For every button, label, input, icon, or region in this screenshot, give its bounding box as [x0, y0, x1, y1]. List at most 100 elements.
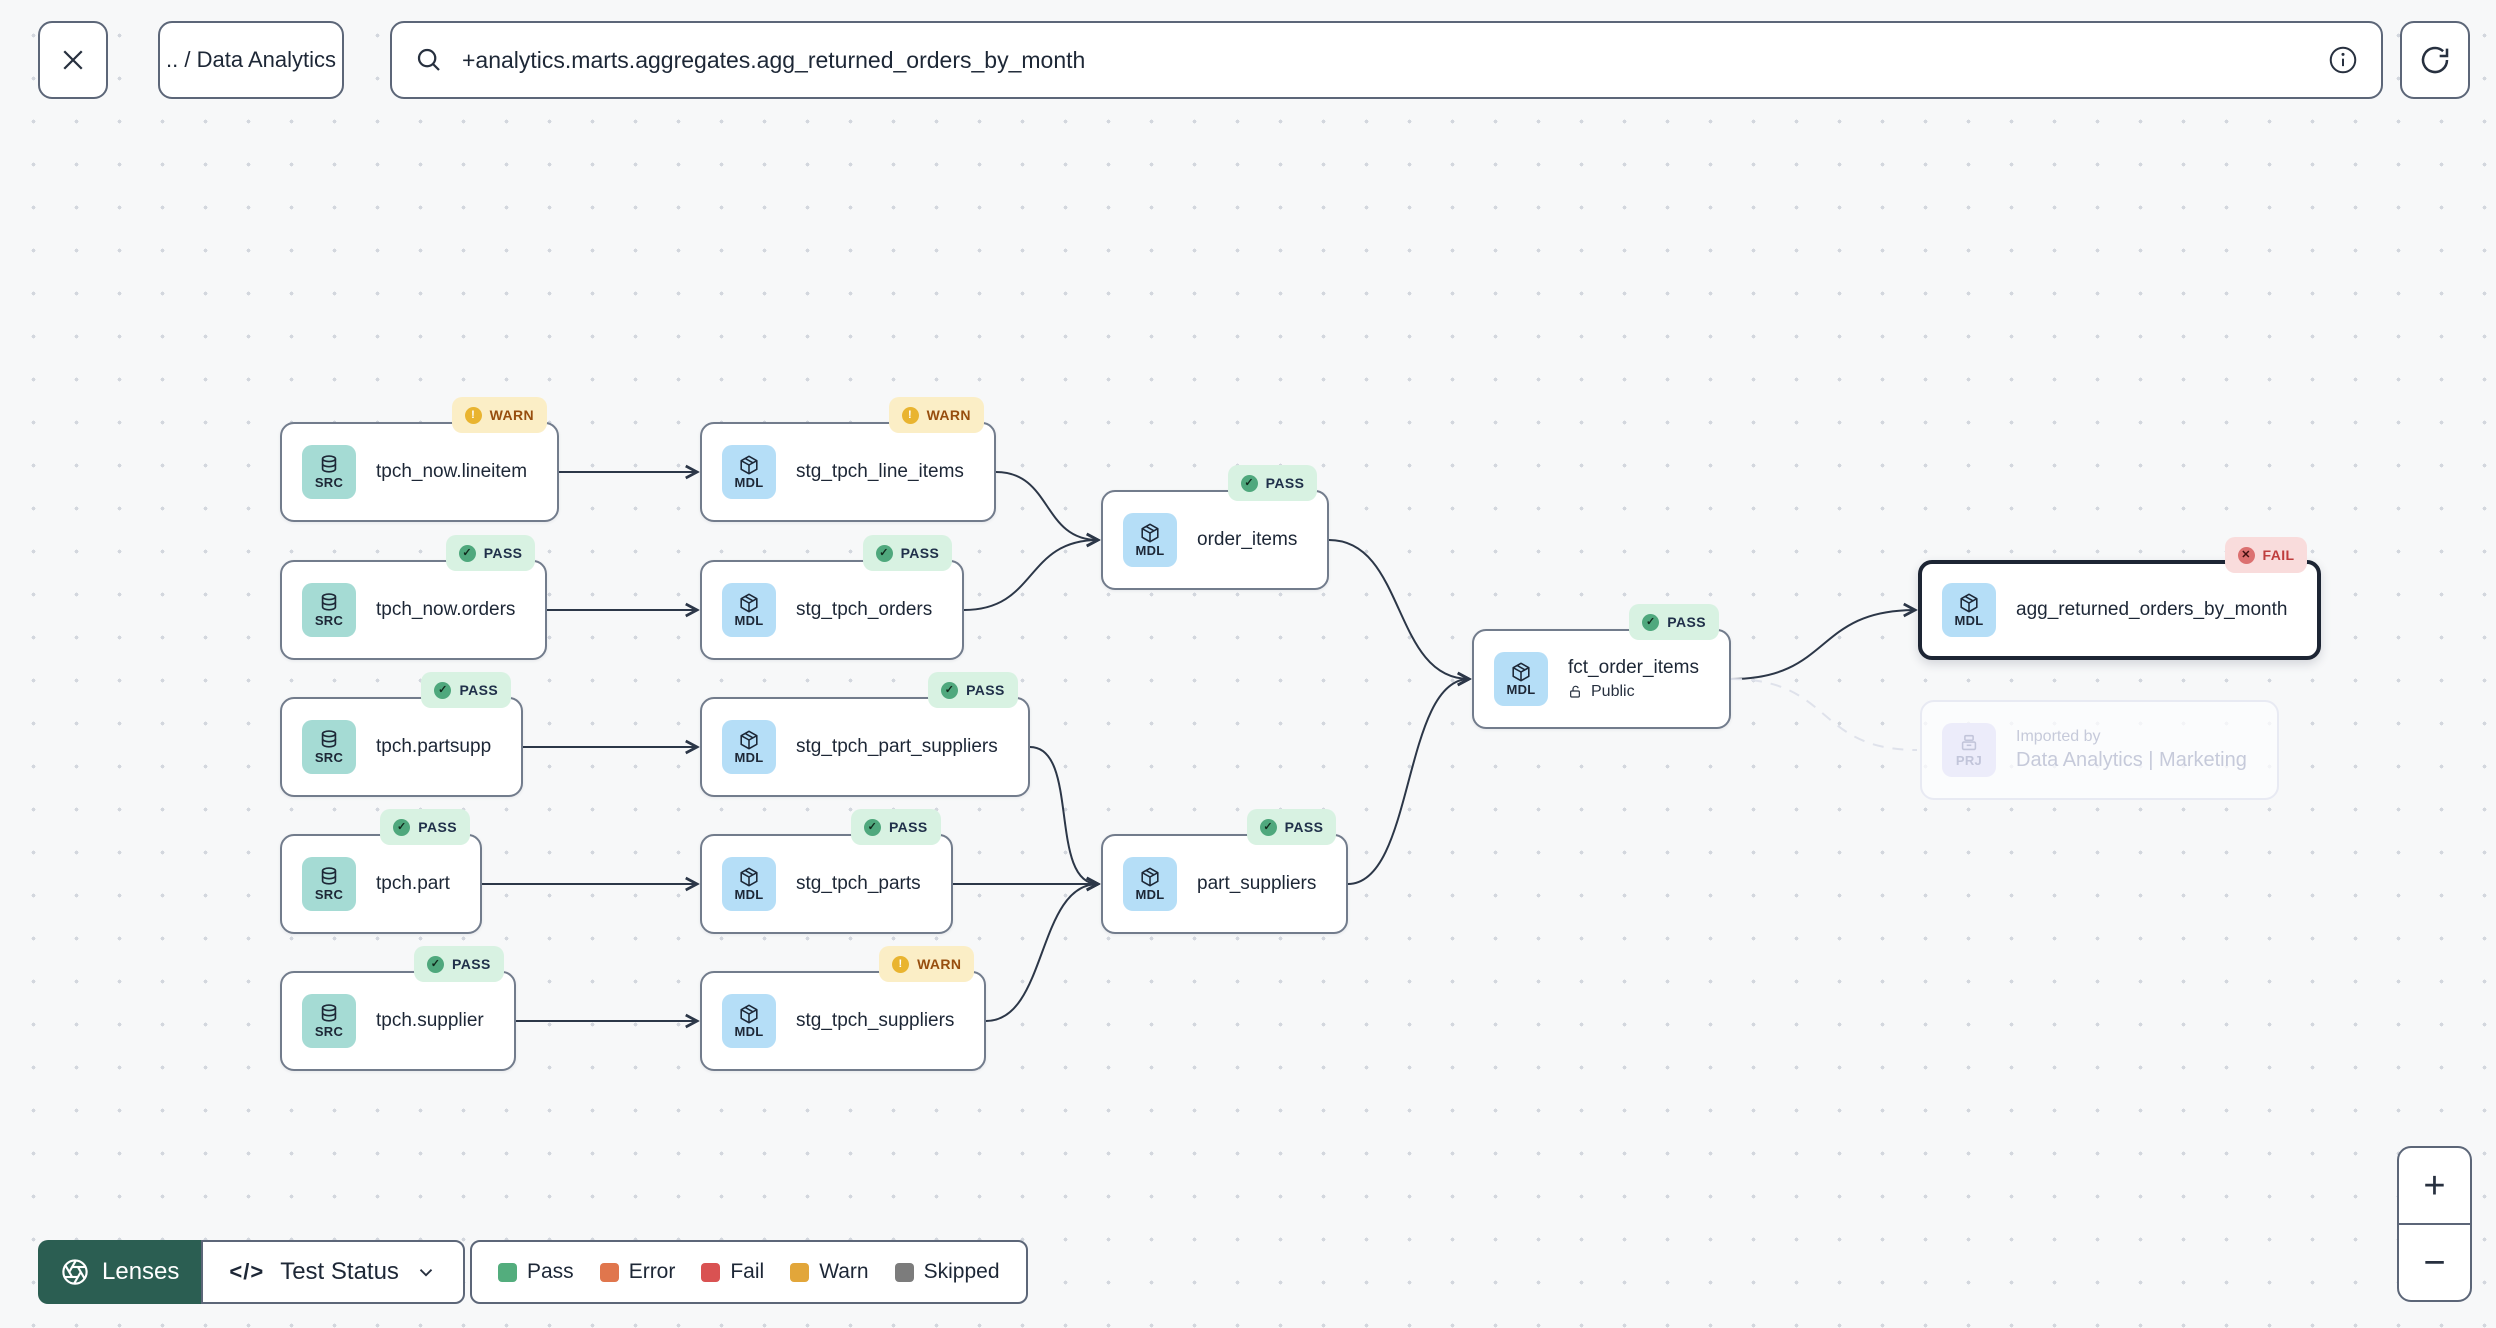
status-badge-label: PASS [1667, 614, 1706, 630]
status-badge-pass: ✓ PASS [414, 946, 504, 982]
zoom-out-button[interactable]: − [2399, 1225, 2470, 1300]
node-text: stg_tpch_part_suppliers [796, 736, 998, 758]
cube-icon: MDL [722, 445, 776, 499]
lenses-button[interactable]: Lenses [38, 1240, 202, 1304]
lenses-bar: Lenses </> Test Status [38, 1240, 465, 1304]
legend-swatch-error [599, 1262, 619, 1282]
search-icon [417, 48, 440, 71]
pass-status-icon: ✓ [1642, 613, 1660, 631]
close-button[interactable] [38, 21, 108, 99]
database-icon: SRC [302, 994, 356, 1048]
legend-swatch-fail [701, 1262, 721, 1282]
status-badge-warn: !WARN [451, 397, 548, 433]
node-text: tpch.part [376, 873, 450, 895]
lock-open-icon [1568, 684, 1584, 700]
zoom-in-button[interactable]: + [2399, 1148, 2470, 1223]
node-kind-label: PRJ [1955, 752, 1983, 768]
search-input[interactable] [460, 45, 2311, 75]
chevron-down-icon [419, 1269, 433, 1277]
node-title: tpch.partsupp [376, 736, 492, 757]
node-text: stg_tpch_suppliers [796, 1010, 954, 1032]
node-kind-label: SRC [314, 886, 344, 902]
graph-node-stg_tpch_line_items[interactable]: ! WARN MDL stg_tpch_line_items [700, 397, 996, 522]
code-icon: </> [229, 1259, 265, 1284]
status-badge-label: PASS [483, 545, 523, 561]
node-kind-label: MDL [734, 612, 764, 628]
cube-icon: MDL [722, 994, 776, 1048]
legend-label: Skipped [923, 1260, 1000, 1283]
graph-node-stg_tpch_suppliers[interactable]: !WARN MDL stg_tpch_suppliers [700, 946, 987, 1071]
status-badge-label: WARN [917, 956, 962, 972]
status-badge-label: WARN [926, 407, 971, 423]
legend-swatch-warn [790, 1262, 810, 1282]
cube-icon: MDL [722, 857, 776, 911]
pass-status-icon: ✓ [458, 544, 476, 562]
node-title: stg_tpch_part_suppliers [796, 736, 998, 757]
status-badge-label: WARN [489, 407, 535, 423]
node-title: order_items [1197, 529, 1298, 550]
node-text: order_items [1197, 529, 1297, 551]
zoom-control: + − [2397, 1146, 2472, 1302]
status-badge-label: PASS [418, 819, 457, 835]
cube-icon: MDL [722, 583, 776, 637]
node-kind-label: SRC [314, 1023, 344, 1039]
node-title: stg_tpch_line_items [796, 461, 964, 482]
aperture-icon [62, 1259, 88, 1285]
node-kind-label: SRC [314, 612, 344, 628]
pass-status-icon: ✓ [875, 544, 893, 562]
node-kind-label: MDL [1135, 886, 1165, 902]
status-badge-pass: ✓PASS [862, 535, 953, 571]
zoom-divider [2399, 1223, 2470, 1225]
status-badge-label: PASS [888, 819, 928, 835]
node-title: stg_tpch_orders [796, 599, 933, 620]
node-title: tpch.supplier [376, 1010, 484, 1031]
status-badge-fail: ✕FAIL [2224, 537, 2308, 573]
legend-item-pass: Pass [498, 1260, 574, 1284]
database-icon: SRC [302, 857, 356, 911]
graph-node-stg_tpch_orders[interactable]: ✓PASS MDL stg_tpch_orders [700, 535, 965, 660]
database-icon: SRC [302, 720, 356, 774]
close-icon [63, 50, 83, 70]
status-badge-pass: ✓ PASS [445, 535, 536, 571]
node-kind-label: MDL [734, 1023, 764, 1039]
database-icon: SRC [302, 445, 356, 499]
legend-label: Fail [730, 1260, 765, 1283]
status-badge-label: PASS [459, 682, 499, 698]
pass-status-icon: ✓ [941, 681, 959, 699]
graph-node-tpch_supplier[interactable]: ✓ PASS SRC tpch.supplier [280, 946, 516, 1071]
lens-selector-test-status[interactable]: </> Test Status [201, 1240, 465, 1304]
pass-status-icon: ✓ [1259, 818, 1277, 836]
legend-swatch-skipped [894, 1262, 914, 1282]
breadcrumb[interactable]: .. / Data Analytics [158, 21, 344, 99]
refresh-button[interactable] [2400, 21, 2470, 99]
lens-selector-label: Test Status [280, 1258, 399, 1285]
legend-item-fail: Fail [701, 1260, 764, 1284]
node-title: stg_tpch_suppliers [796, 1010, 955, 1031]
status-badge-pass: ✓PASS [850, 809, 941, 845]
warn-status-icon: ! [901, 406, 919, 424]
pass-status-icon: ✓ [393, 818, 411, 836]
graph-node-tpch_part[interactable]: ✓ PASS SRC tpch.part [280, 809, 482, 934]
graph-node-tpch_partsupp[interactable]: ✓ PASS SRC tpch.partsupp [280, 672, 524, 797]
status-badge-pass: ✓ PASS [421, 672, 512, 708]
status-badge-label: PASS [452, 956, 491, 972]
status-badge-warn: !WARN [879, 946, 975, 982]
info-icon[interactable] [2327, 44, 2359, 76]
pass-status-icon: ✓ [434, 681, 452, 699]
pass-status-icon: ✓ [427, 955, 445, 973]
legend-item-warn: Warn [790, 1260, 869, 1284]
node-text: part_suppliers [1197, 873, 1316, 895]
database-icon: SRC [302, 583, 356, 637]
node-title: tpch.part [376, 873, 450, 894]
legend-swatch-pass [498, 1262, 517, 1282]
